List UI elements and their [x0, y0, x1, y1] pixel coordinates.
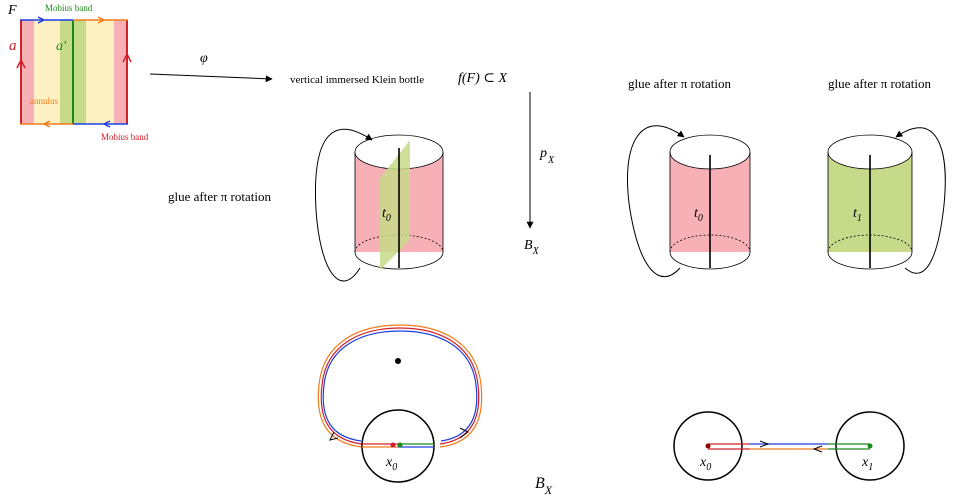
mobius-strip-right — [114, 20, 128, 124]
label-a-prime: a' — [56, 39, 67, 54]
bottom-orange-arrow — [42, 120, 51, 128]
right-glue-label: glue after π rotation — [828, 76, 931, 91]
top-blue-arrow — [37, 16, 46, 24]
left-glue-label: glue after π rotation — [168, 189, 271, 204]
label-right-t: t1 — [853, 206, 862, 224]
base-right: x0 x1 — [673, 411, 905, 481]
singular-point — [395, 358, 401, 364]
label-right-x1: x1 — [861, 455, 873, 473]
cylinder-middle: t0 glue after π rotation — [626, 76, 751, 278]
left-glue-arrow — [314, 128, 373, 282]
br-dot-0 — [705, 443, 711, 449]
cylinder-left-back — [354, 234, 444, 253]
edge-a-left-arrow — [16, 58, 26, 69]
klein-caption: vertical immersed Klein bottle — [290, 74, 424, 86]
loop-arrow-left — [329, 431, 339, 441]
mid-glue-arrow — [626, 125, 685, 278]
top-orange-arrow — [97, 16, 106, 24]
label-a: a — [9, 38, 17, 54]
br-dot-1 — [867, 443, 873, 449]
label-mobius-top: Mobius band — [45, 3, 93, 13]
label-B-X-bottom: BX — [535, 475, 553, 497]
loop-red — [320, 327, 480, 445]
label-p: pX — [539, 146, 555, 166]
klein-set: f(F) ⊂ X — [458, 71, 507, 86]
base-right-circle-1 — [835, 411, 905, 481]
label-mid-t: t0 — [694, 206, 703, 224]
label-F: F — [7, 3, 17, 18]
label-right-x0: x0 — [699, 455, 711, 473]
base-left-circle — [361, 409, 435, 483]
loop-orange — [317, 324, 483, 448]
label-mobius-bottom: Mobius band — [101, 132, 149, 142]
label-phi: φ — [200, 51, 208, 66]
cylinder-left-body — [354, 152, 444, 270]
label-B-X-mid: BX — [524, 238, 540, 257]
cylinder-left: t0 glue after π rotation — [168, 128, 444, 282]
br-arrow-right — [759, 440, 770, 448]
phi-arrow — [149, 73, 273, 83]
br-arrow-left — [812, 445, 823, 453]
loop-blue — [322, 330, 478, 442]
fundamental-square: F a a' Mobius band Mobius band annulus — [7, 3, 149, 142]
cylinder-right-body — [827, 152, 913, 270]
label-left-x: x0 — [385, 455, 397, 473]
loop-arrow-right — [459, 427, 469, 439]
base-left-green-dot — [397, 442, 403, 448]
cylinder-right: t1 glue after π rotation — [827, 76, 946, 274]
cylinder-middle-body — [669, 152, 751, 270]
cylinder-middle-back — [669, 234, 751, 253]
label-annulus: annulus — [30, 96, 58, 106]
mobius-plane — [380, 140, 410, 270]
mid-glue-label: glue after π rotation — [628, 76, 731, 91]
base-right-circle-0 — [673, 411, 743, 481]
right-glue-arrow — [895, 127, 946, 274]
base-left: x0 — [317, 324, 483, 483]
edge-a-right-arrow — [122, 52, 132, 63]
mobius-strip-left — [20, 20, 34, 124]
base-left-red-dot — [390, 442, 396, 448]
bottom-blue-arrow — [102, 120, 111, 128]
label-left-t: t0 — [382, 206, 391, 224]
